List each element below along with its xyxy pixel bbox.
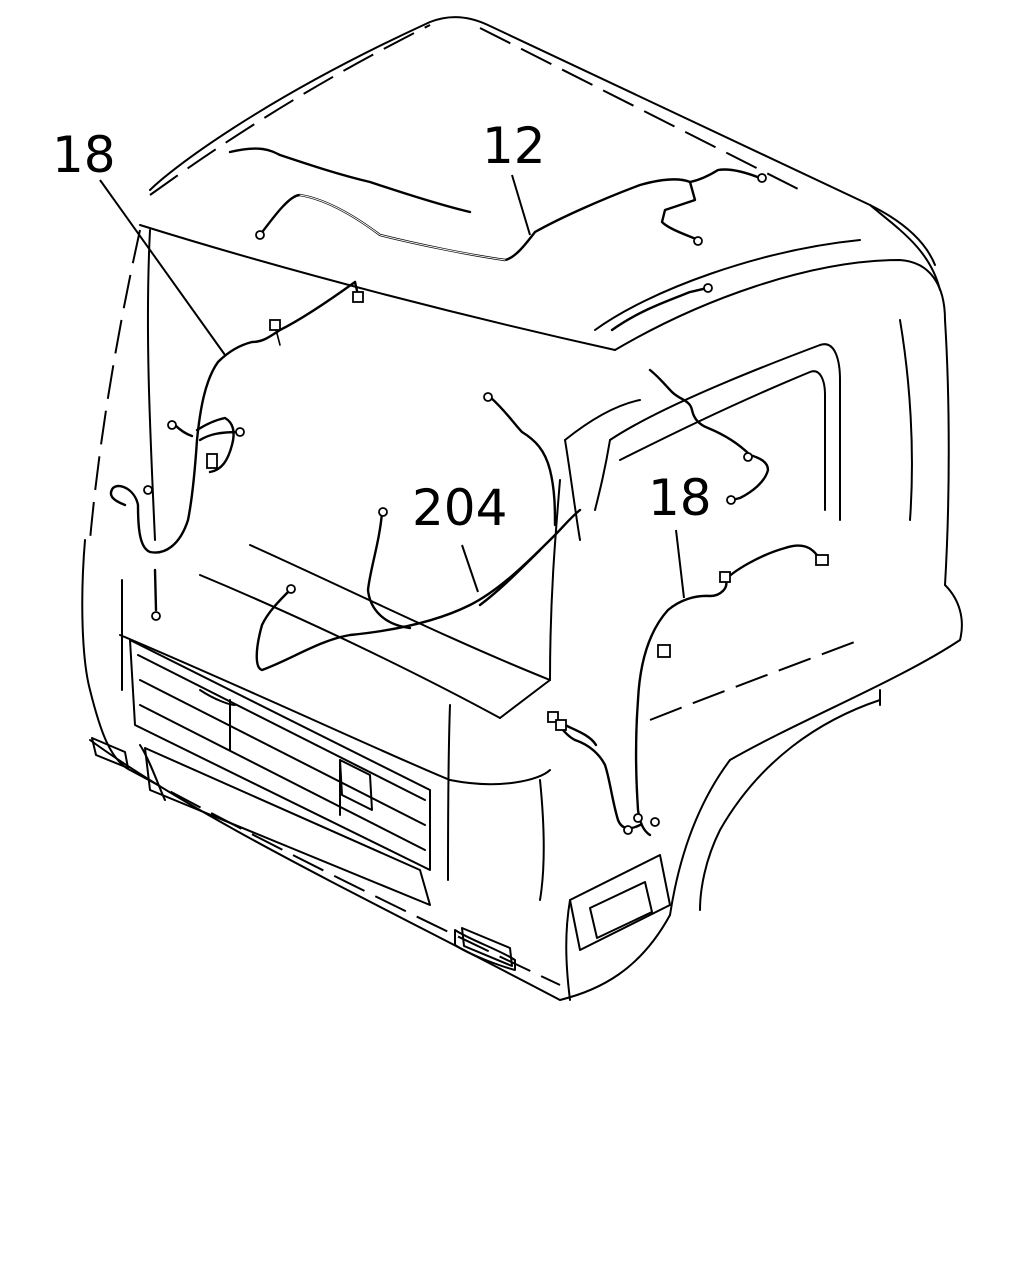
leader-18-left <box>99 179 226 356</box>
harness-204-center <box>255 392 582 672</box>
harness-12-roof <box>228 147 767 332</box>
callout-18-left: 18 <box>52 126 116 184</box>
roof-clip-2 <box>693 236 703 246</box>
callout-12: 12 <box>482 117 546 175</box>
leader-lines <box>99 174 685 599</box>
right-clip-4 <box>633 813 643 823</box>
left-connector-3 <box>206 453 218 469</box>
right-clip-1 <box>743 452 753 462</box>
harness-18-right <box>547 368 829 837</box>
roof-clip-3 <box>757 173 767 183</box>
left-connector-1 <box>352 291 364 303</box>
left-clip-3 <box>143 485 153 495</box>
cab-body <box>81 16 963 1001</box>
harness-18-left <box>109 280 364 621</box>
right-connector-5 <box>555 719 567 731</box>
right-clip-2 <box>726 495 736 505</box>
leader-204 <box>461 544 479 593</box>
right-connector-2 <box>815 554 829 566</box>
right-connector-1 <box>719 571 731 583</box>
roof-clip-4 <box>703 283 713 293</box>
left-clip-1 <box>235 427 245 437</box>
left-clip-2 <box>167 420 177 430</box>
right-connector-3 <box>657 644 671 658</box>
callout-204: 204 <box>412 479 507 537</box>
left-clip-4 <box>151 611 161 621</box>
left-connector-2 <box>269 319 281 331</box>
roof-clip-1 <box>255 230 265 240</box>
center-clip-3 <box>286 584 296 594</box>
right-clip-5 <box>623 825 633 835</box>
right-clip-3 <box>650 817 660 827</box>
center-clip-1 <box>483 392 493 402</box>
callout-18-right: 18 <box>648 469 712 527</box>
center-clip-2 <box>378 507 388 517</box>
leader-18-right <box>675 529 685 599</box>
right-connector-4 <box>547 711 559 723</box>
leader-12 <box>511 174 531 236</box>
